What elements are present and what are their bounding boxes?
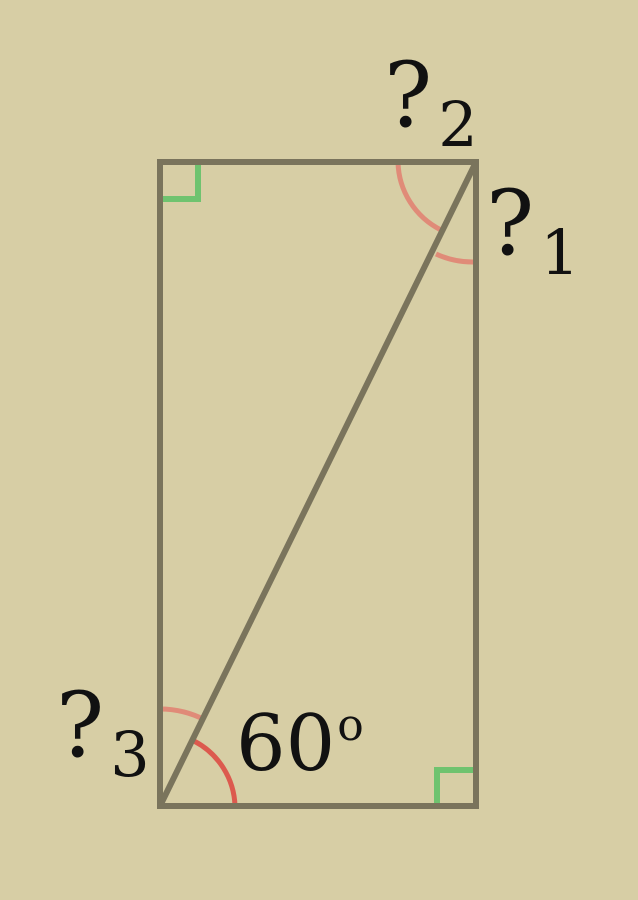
right-angle-mark-top-left bbox=[162, 165, 201, 202]
angle-label-q3: ?3 bbox=[56, 673, 150, 791]
angle-arc-given-60 bbox=[192, 738, 238, 807]
rectangle bbox=[157, 159, 479, 809]
angle-label-q1: ?1 bbox=[486, 171, 580, 289]
right-angle-mark-bottom-right bbox=[434, 767, 473, 804]
given-angle-label: 60o bbox=[236, 699, 364, 789]
diagonal bbox=[157, 160, 479, 808]
angle-arc-q3 bbox=[159, 706, 207, 723]
angle-arc-q1 bbox=[434, 251, 476, 265]
angle-arc-q2 bbox=[395, 161, 443, 233]
angle-label-q2: ?2 bbox=[384, 43, 478, 161]
